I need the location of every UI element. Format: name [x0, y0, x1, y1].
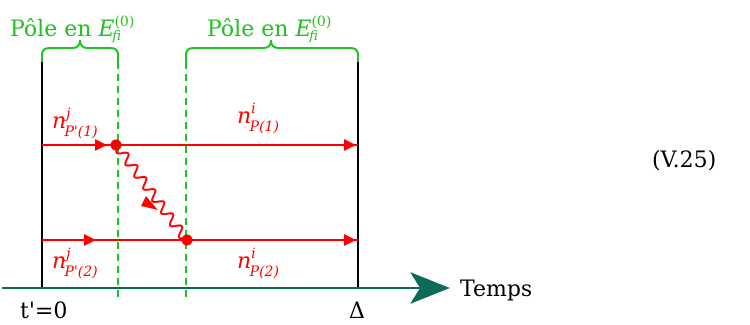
left-pole-label: Pôle en E(0)fi — [10, 14, 134, 44]
start-time-label: t'=0 — [20, 299, 67, 324]
photon-arrow — [141, 196, 158, 210]
photon-wavy-line — [115, 146, 186, 240]
top-vertex — [110, 139, 122, 151]
end-time-label: Δ — [349, 299, 365, 324]
bottom-vertex — [181, 234, 193, 246]
right-pole-brace — [185, 39, 359, 62]
left-pole-brace — [41, 39, 119, 62]
top-left-arrow — [95, 139, 107, 151]
bottom-right-arrow — [344, 234, 356, 246]
time-axis-label: Temps — [460, 277, 532, 302]
time-axis-arrow-icon — [410, 272, 450, 304]
bottom-left-arrow — [84, 234, 96, 246]
equation-number: (V.25) — [652, 148, 717, 173]
right-pole-label: Pôle en E(0)fi — [207, 14, 331, 44]
top-right-arrow — [344, 139, 356, 151]
